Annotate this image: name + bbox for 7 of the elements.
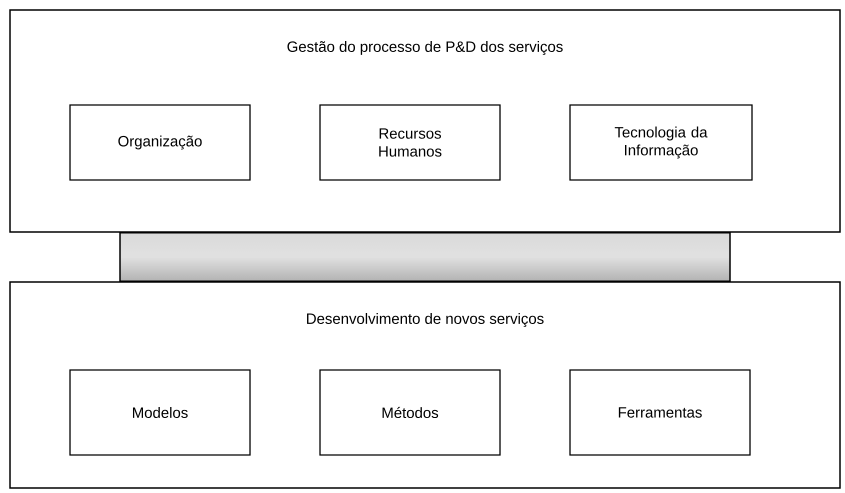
- process-box: Ferramentas: [569, 369, 751, 456]
- process-box: Modelos: [69, 369, 251, 456]
- process-box: Organização: [69, 104, 251, 181]
- process-box: Recursos Humanos: [319, 104, 501, 181]
- process-box: Métodos: [319, 369, 501, 456]
- connector-band: [119, 232, 731, 282]
- process-box: Tecnologia da Informação: [569, 104, 753, 181]
